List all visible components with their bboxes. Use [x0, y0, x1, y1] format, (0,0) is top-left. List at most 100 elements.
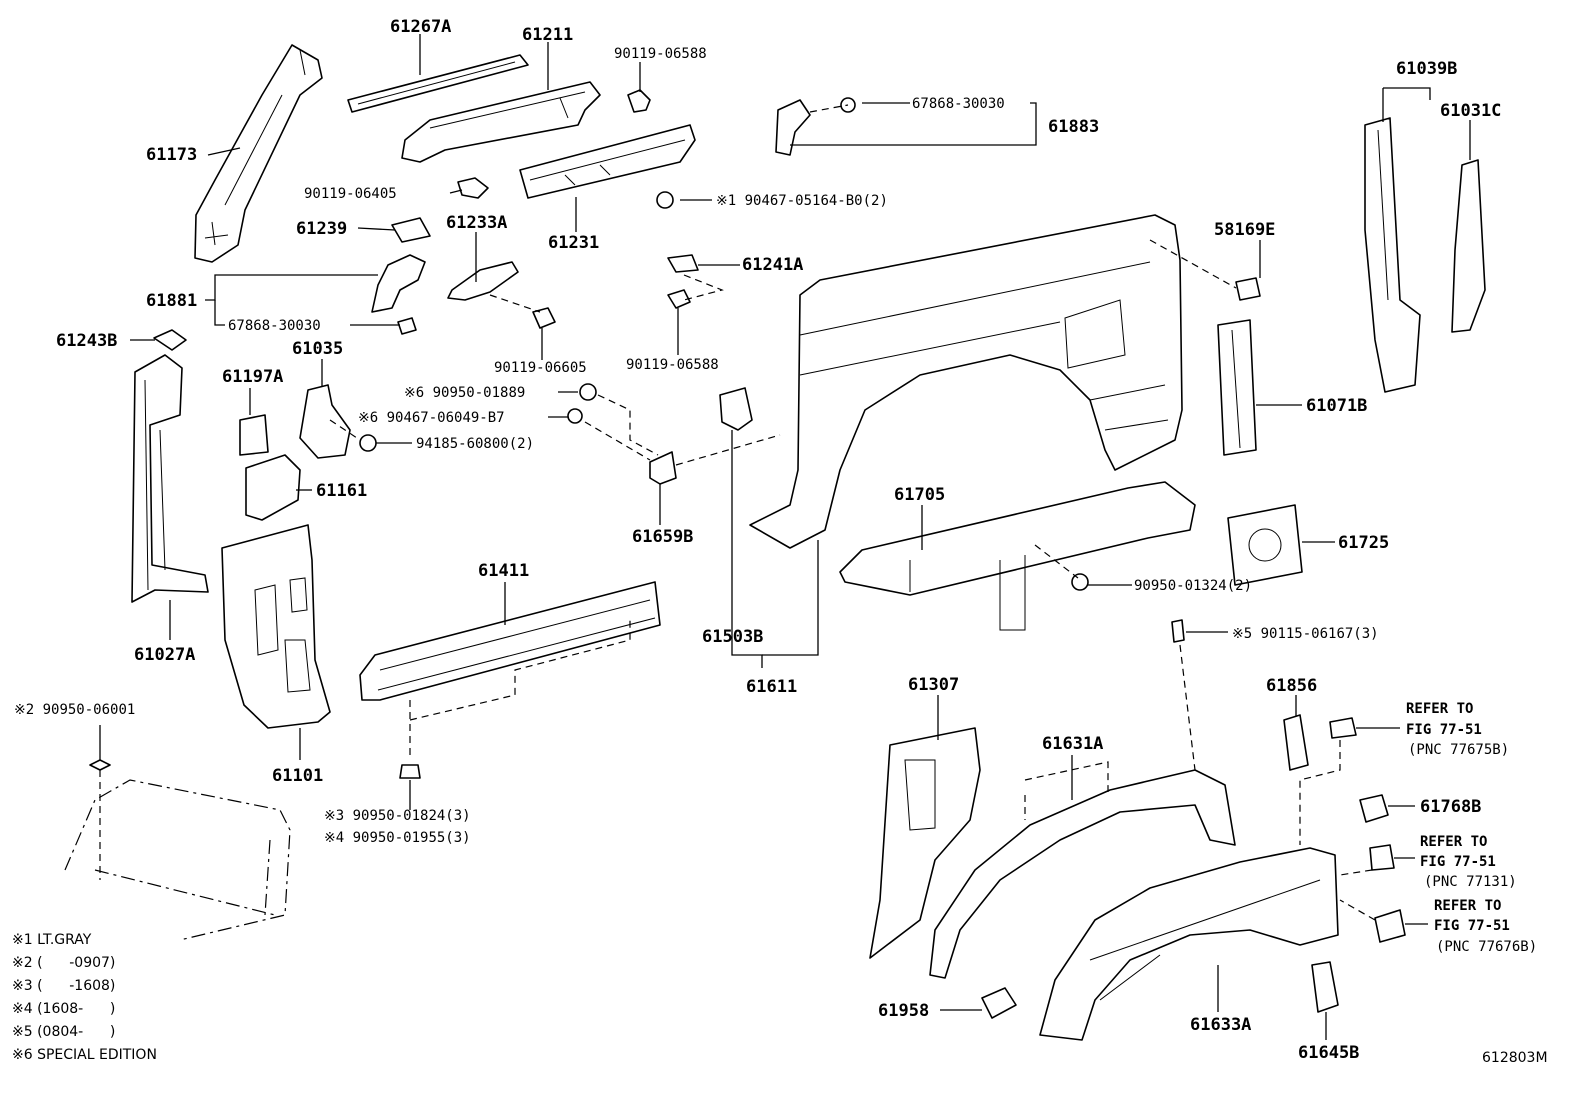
- label-90467-05164: ※1 90467-05164-B0(2): [716, 193, 888, 209]
- note-2: ※2 ( -0907): [12, 955, 115, 971]
- ref-2-fig: FIG 77-51: [1420, 854, 1496, 870]
- label-61659B: 61659B: [632, 527, 693, 547]
- label-61856: 61856: [1266, 676, 1317, 696]
- part-61881-shape: [371, 254, 426, 313]
- label-61101: 61101: [272, 766, 323, 786]
- label-90950-01824: ※3 90950-01824(3): [324, 808, 471, 824]
- windshield-outline: [64, 779, 291, 941]
- label-90950-01889: ※6 90950-01889: [404, 385, 525, 401]
- leader-lines: [99, 34, 1471, 1040]
- part-90119-06405-bolt-shape: [457, 177, 489, 199]
- part-61503B-shape: [719, 387, 753, 431]
- refer-to-blocks: REFER TO FIG 77-51 (PNC 77675B) REFER TO…: [1406, 701, 1537, 955]
- label-61883: 61883: [1048, 117, 1099, 137]
- part-61856-shape: [1283, 714, 1309, 771]
- label-67868-30030-a: 67868-30030: [912, 96, 1005, 112]
- label-61035: 61035: [292, 339, 343, 359]
- label-61611: 61611: [746, 677, 797, 697]
- note-5: ※5 (0804- ): [12, 1024, 115, 1040]
- label-61503B: 61503B: [702, 627, 763, 647]
- part-61211-shape: [401, 81, 601, 163]
- part-61071B-shape: [1217, 319, 1257, 456]
- label-61161: 61161: [316, 481, 367, 501]
- label-61027A: 61027A: [134, 645, 195, 665]
- label-61233A: 61233A: [446, 213, 507, 233]
- note-1: ※1 LT.GRAY: [12, 932, 92, 948]
- part-61768B-shape: [1359, 794, 1389, 823]
- note-4: ※4 (1608- ): [12, 1001, 115, 1017]
- part-61173-shape: [194, 44, 323, 263]
- label-61881: 61881: [146, 291, 197, 311]
- label-61631A: 61631A: [1042, 734, 1103, 754]
- part-61267A-shape: [347, 54, 529, 113]
- part-90119-06605-bolt-shape: [532, 307, 556, 329]
- part-61307-shape: [869, 727, 981, 959]
- ref-1-fig: FIG 77-51: [1406, 722, 1482, 738]
- label-61645B: 61645B: [1298, 1043, 1359, 1063]
- part-90950-01824-clip-shape: [399, 764, 421, 779]
- ref-1-pnc: (PNC 77675B): [1408, 742, 1509, 758]
- label-61243B: 61243B: [56, 331, 117, 351]
- label-90115-06167: ※5 90115-06167(3): [1232, 626, 1379, 642]
- label-61725: 61725: [1338, 533, 1389, 553]
- part-61725-shape: [1227, 504, 1303, 586]
- note-6: ※6 SPECIAL EDITION: [12, 1047, 157, 1063]
- label-61173: 61173: [146, 145, 197, 165]
- label-61705: 61705: [894, 485, 945, 505]
- label-61031C: 61031C: [1440, 101, 1501, 121]
- part-61241A-shape: [667, 254, 699, 273]
- label-90467-06049: ※6 90467-06049-B7: [358, 410, 505, 426]
- label-61958: 61958: [878, 1001, 929, 1021]
- part-61611-shape: [749, 214, 1183, 549]
- part-61411-shape: [359, 581, 661, 701]
- label-61071B: 61071B: [1306, 396, 1367, 416]
- notes-legend: ※1 LT.GRAY ※2 ( -0907) ※3 ( -1608) ※4 (1…: [12, 932, 157, 1063]
- part-labels: 61267A 61211 90119-06588 61173 90119-064…: [14, 17, 1501, 1063]
- part-61161-shape: [245, 454, 301, 521]
- label-90950-01955: ※4 90950-01955(3): [324, 830, 471, 846]
- part-90119-06588-bolt-shape: [627, 89, 651, 113]
- part-61633A-shape: [1039, 847, 1339, 1041]
- part-67868-clip-b-shape: [397, 317, 417, 335]
- ref-2-title: REFER TO: [1420, 834, 1487, 850]
- part-61031C-shape: [1451, 159, 1486, 333]
- label-67868-30030-b: 67868-30030: [228, 318, 321, 334]
- part-61101-shape: [221, 524, 331, 729]
- label-61039B: 61039B: [1396, 59, 1457, 79]
- label-61231: 61231: [548, 233, 599, 253]
- label-61768B: 61768B: [1420, 797, 1481, 817]
- part-90119-06588b-bolt-shape: [667, 289, 691, 309]
- ref-2-pnc: (PNC 77131): [1424, 874, 1517, 890]
- part-58169E-shape: [1235, 277, 1261, 301]
- label-90119-06588-b: 90119-06588: [626, 357, 719, 373]
- label-61307: 61307: [908, 675, 959, 695]
- part-90467-05164-clip-shape: [656, 191, 674, 209]
- part-61039B-shape: [1364, 117, 1421, 393]
- part-61027A-shape: [131, 354, 209, 603]
- part-61705-shape: [839, 481, 1196, 596]
- part-94185-nut-shape: [359, 434, 377, 452]
- label-90119-06588: 90119-06588: [614, 46, 707, 62]
- figure-id: 612803M: [1482, 1050, 1548, 1066]
- part-90467-06049-clip-shape: [567, 408, 583, 424]
- part-90950-06001-clip-shape: [89, 759, 111, 771]
- ref-77131-part-shape: [1369, 844, 1395, 871]
- label-61241A: 61241A: [742, 255, 803, 275]
- part-61239-shape: [391, 217, 431, 243]
- part-61883-shape: [775, 99, 811, 156]
- note-3: ※3 ( -1608): [12, 978, 115, 994]
- ref-3-title: REFER TO: [1434, 898, 1501, 914]
- ref-1-title: REFER TO: [1406, 701, 1473, 717]
- label-58169E: 58169E: [1214, 220, 1275, 240]
- label-61267A: 61267A: [390, 17, 451, 37]
- part-90115-06167-bolt-shape: [1171, 619, 1185, 643]
- label-90950-06001: ※2 90950-06001: [14, 702, 135, 718]
- label-61633A: 61633A: [1190, 1015, 1251, 1035]
- label-61211: 61211: [522, 25, 573, 45]
- label-94185-60800: 94185-60800(2): [416, 436, 534, 452]
- part-61197A-shape: [239, 414, 269, 456]
- ref-3-pnc: (PNC 77676B): [1436, 939, 1537, 955]
- label-61411: 61411: [478, 561, 529, 581]
- part-90950-01324-clip-shape: [1071, 573, 1089, 591]
